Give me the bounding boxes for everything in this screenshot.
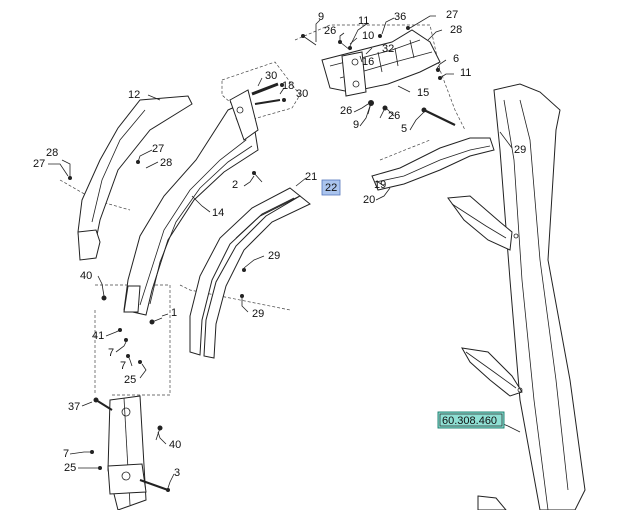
callout-27: 27 [152, 143, 164, 155]
reference-code-text: 60.308.460 [442, 415, 497, 427]
pin-set-parts-30-18 [251, 82, 286, 105]
callout-15: 15 [417, 87, 429, 99]
callout-11: 11 [358, 15, 369, 27]
callout-30: 30 [265, 70, 277, 82]
highlight-box-22 [321, 179, 341, 196]
callout-25: 25 [124, 374, 136, 386]
callout-27: 27 [446, 9, 458, 21]
curved-strip-parts-19-20 [371, 137, 495, 191]
callout-11: 11 [460, 67, 471, 79]
callout-30: 30 [296, 88, 308, 100]
callout-29: 29 [252, 308, 264, 320]
callout-labels: 9 26 11 36 27 28 10 32 6 11 30 18 30 16 … [33, 9, 526, 479]
callout-28: 28 [160, 157, 172, 169]
callout-14: 14 [212, 207, 224, 219]
callout-1: 1 [171, 307, 177, 319]
callout-28: 28 [46, 147, 58, 159]
callout-10: 10 [362, 30, 374, 42]
outer-shield-part-12 [77, 95, 193, 261]
callout-9: 9 [353, 119, 359, 131]
callout-37: 37 [68, 401, 80, 413]
reference-code-badge: 60.308.460 [437, 411, 505, 429]
callout-26: 26 [324, 25, 336, 37]
callout-18: 18 [282, 80, 294, 92]
callout-29: 29 [514, 144, 526, 156]
callout-25: 25 [64, 462, 76, 474]
callout-40: 40 [80, 270, 92, 282]
callout-28: 28 [450, 24, 462, 36]
callout-22: 22 [325, 182, 337, 194]
callout-20: 20 [363, 194, 375, 206]
curved-frame-part-14 [123, 89, 259, 316]
callout-7: 7 [108, 347, 114, 359]
curved-strips-parts-21-22 [189, 187, 311, 359]
callout-41: 41 [92, 330, 104, 342]
callout-16: 16 [362, 56, 374, 68]
pin-part-5 [421, 107, 456, 126]
callout-9: 9 [318, 11, 324, 23]
lower-arm-assembly [90, 395, 170, 510]
small-fasteners [68, 160, 263, 364]
callout-7: 7 [63, 448, 69, 460]
callout-40: 40 [169, 439, 181, 451]
callout-32: 32 [382, 43, 394, 55]
callout-3: 3 [174, 467, 180, 479]
right-column-frame [447, 83, 586, 510]
callout-6: 6 [453, 53, 459, 65]
callout-7: 7 [120, 360, 126, 372]
callout-21: 21 [305, 171, 317, 183]
callout-27: 27 [33, 158, 45, 170]
callout-12: 12 [128, 89, 140, 101]
callout-19: 19 [374, 179, 386, 191]
callout-36: 36 [394, 11, 406, 23]
callout-26: 26 [340, 105, 352, 117]
callout-29: 29 [268, 250, 280, 262]
callout-26: 26 [388, 110, 400, 122]
upper-bracket-assembly [301, 26, 442, 119]
callout-2: 2 [232, 179, 238, 191]
callout-5: 5 [401, 123, 407, 135]
